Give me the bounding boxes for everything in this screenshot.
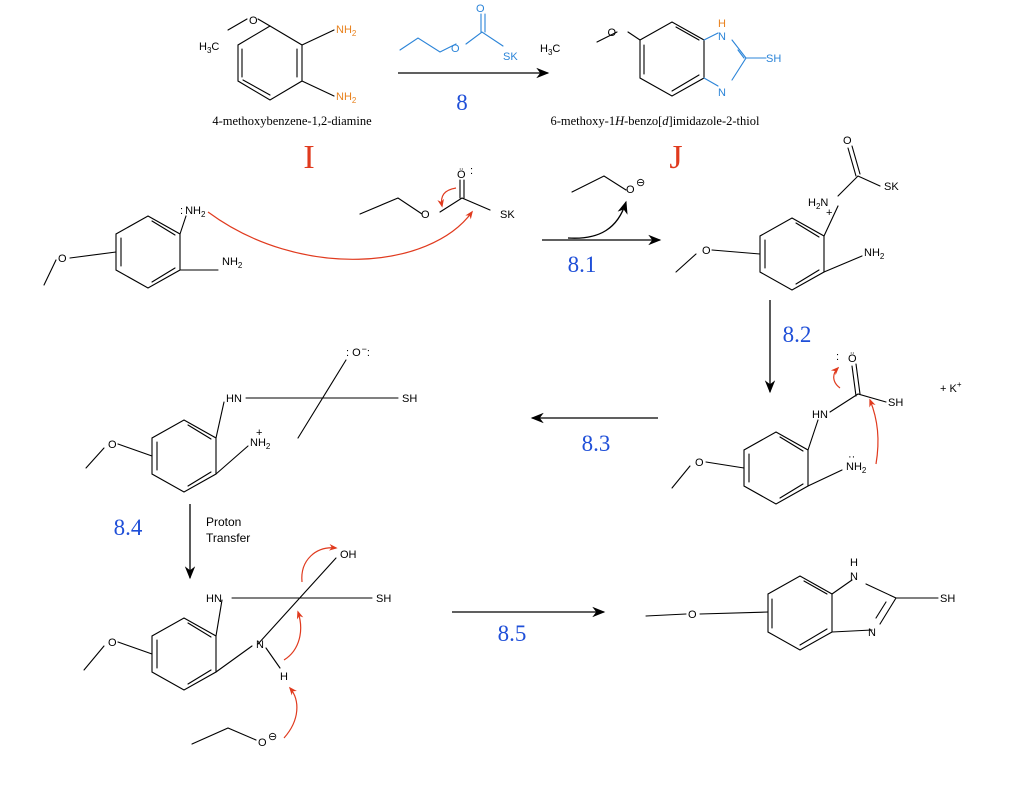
product-name: 6-methoxy-1H-benzo[d]imidazole-2-thiol — [551, 114, 761, 128]
svg-text:⊖: ⊖ — [268, 731, 277, 743]
svg-text:HN: HN — [226, 393, 242, 405]
svg-text:O: O — [58, 253, 67, 265]
svg-text:NH2: NH2 — [864, 247, 885, 261]
svg-text:H2N: H2N — [808, 197, 828, 211]
svg-text:O: O — [258, 737, 267, 749]
intermediate-1: O O SK H2N + NH2 — [675, 135, 899, 291]
step-8-3: 8.3 — [582, 431, 611, 456]
svg-text:O: O — [476, 3, 485, 15]
svg-text:H: H — [280, 671, 288, 683]
final-product: O H N N SH — [645, 557, 955, 651]
svg-text:O: O — [421, 209, 430, 221]
svg-text:O: O — [688, 609, 697, 621]
svg-text:NH2: NH2 — [336, 91, 357, 105]
proton-note: Proton — [206, 515, 241, 529]
step-8-4-arrow: 8.4 Proton Transfer — [114, 504, 250, 580]
svg-text:N: N — [868, 627, 876, 639]
intermediate-2: O HN : Ö SH + K+ NH2 ·· — [671, 351, 962, 505]
step-8-2-arrow: 8.2 — [764, 300, 812, 394]
svg-text:N: N — [256, 639, 264, 651]
svg-text:SK: SK — [500, 209, 515, 221]
svg-text:H3C: H3C — [199, 41, 219, 55]
svg-text:N: N — [718, 87, 726, 99]
step-8-2: 8.2 — [783, 322, 812, 347]
o-atom-label: O — [249, 15, 258, 27]
svg-text::: : — [836, 351, 839, 363]
reagent-number: 8 — [456, 90, 468, 115]
label-I: I — [303, 139, 314, 176]
svg-text:SH: SH — [940, 593, 955, 605]
svg-text:⊖: ⊖ — [636, 177, 645, 189]
svg-text:N: N — [850, 571, 858, 583]
step-8-5: 8.5 — [498, 621, 527, 646]
step-8-1: 8.1 — [568, 252, 597, 277]
svg-text:NH2: NH2 — [250, 437, 271, 451]
svg-text::O−:: :O−: — [346, 344, 370, 359]
svg-text:O: O — [451, 43, 460, 55]
step-8-1-reactants: O :NH2 NH2 O Ö : SK — [43, 165, 515, 289]
svg-text:HN: HN — [812, 409, 828, 421]
svg-text:··: ·· — [848, 451, 855, 463]
step-8-5-arrow: 8.5 — [452, 606, 606, 646]
svg-text:Transfer: Transfer — [206, 531, 250, 545]
svg-text::: : — [470, 165, 473, 177]
label-J: J — [669, 139, 682, 176]
product-J: O H3C H N N SH 6-methoxy-1H-benzo[d]imid… — [540, 18, 781, 176]
svg-text:SH: SH — [376, 593, 391, 605]
svg-text:Ö: Ö — [457, 169, 466, 181]
svg-text:SH: SH — [766, 53, 781, 65]
svg-text:H3C: H3C — [540, 43, 560, 57]
reagent-8: O O SK 8 — [398, 3, 550, 115]
svg-text:Ö: Ö — [848, 353, 857, 365]
svg-text:H: H — [850, 557, 858, 569]
starting-material-I: O H3C NH2 NH2 4-methoxybenzene-1,2-diami… — [199, 15, 372, 176]
svg-text:SK: SK — [884, 181, 899, 193]
svg-text:O: O — [626, 184, 635, 196]
svg-text:O: O — [702, 245, 711, 257]
svg-text:O: O — [843, 135, 852, 147]
svg-text:SH: SH — [402, 393, 417, 405]
svg-text:+: + — [256, 427, 262, 439]
svg-text:O: O — [249, 15, 258, 27]
intermediate-4: O HN SH N H OH O ⊖ — [83, 543, 391, 749]
svg-text:OH: OH — [340, 549, 357, 561]
svg-text:O: O — [108, 637, 117, 649]
start-name: 4-methoxybenzene-1,2-diamine — [212, 114, 372, 128]
intermediate-3: O HN SH NH2 + :O−: — [85, 344, 417, 493]
svg-text:O: O — [108, 439, 117, 451]
svg-text:NH2: NH2 — [222, 256, 243, 270]
svg-text:NH2: NH2 — [336, 24, 357, 38]
svg-text:N: N — [718, 31, 726, 43]
nucleophilic-attack-arrow — [207, 210, 473, 260]
potassium-ion: + K+ — [940, 380, 962, 395]
svg-text:O: O — [607, 27, 616, 39]
step-8-1-arrow: O ⊖ 8.1 — [542, 175, 662, 277]
svg-text:O: O — [695, 457, 704, 469]
svg-text:+: + — [826, 207, 832, 219]
svg-text::NH2: :NH2 — [180, 205, 206, 219]
svg-text:SH: SH — [888, 397, 903, 409]
svg-text:HN: HN — [206, 593, 222, 605]
svg-text:SK: SK — [503, 51, 518, 63]
svg-text:NH2: NH2 — [846, 461, 867, 475]
step-8-4: 8.4 — [114, 515, 143, 540]
svg-text:H: H — [718, 18, 726, 30]
step-8-3-arrow: 8.3 — [530, 412, 658, 456]
